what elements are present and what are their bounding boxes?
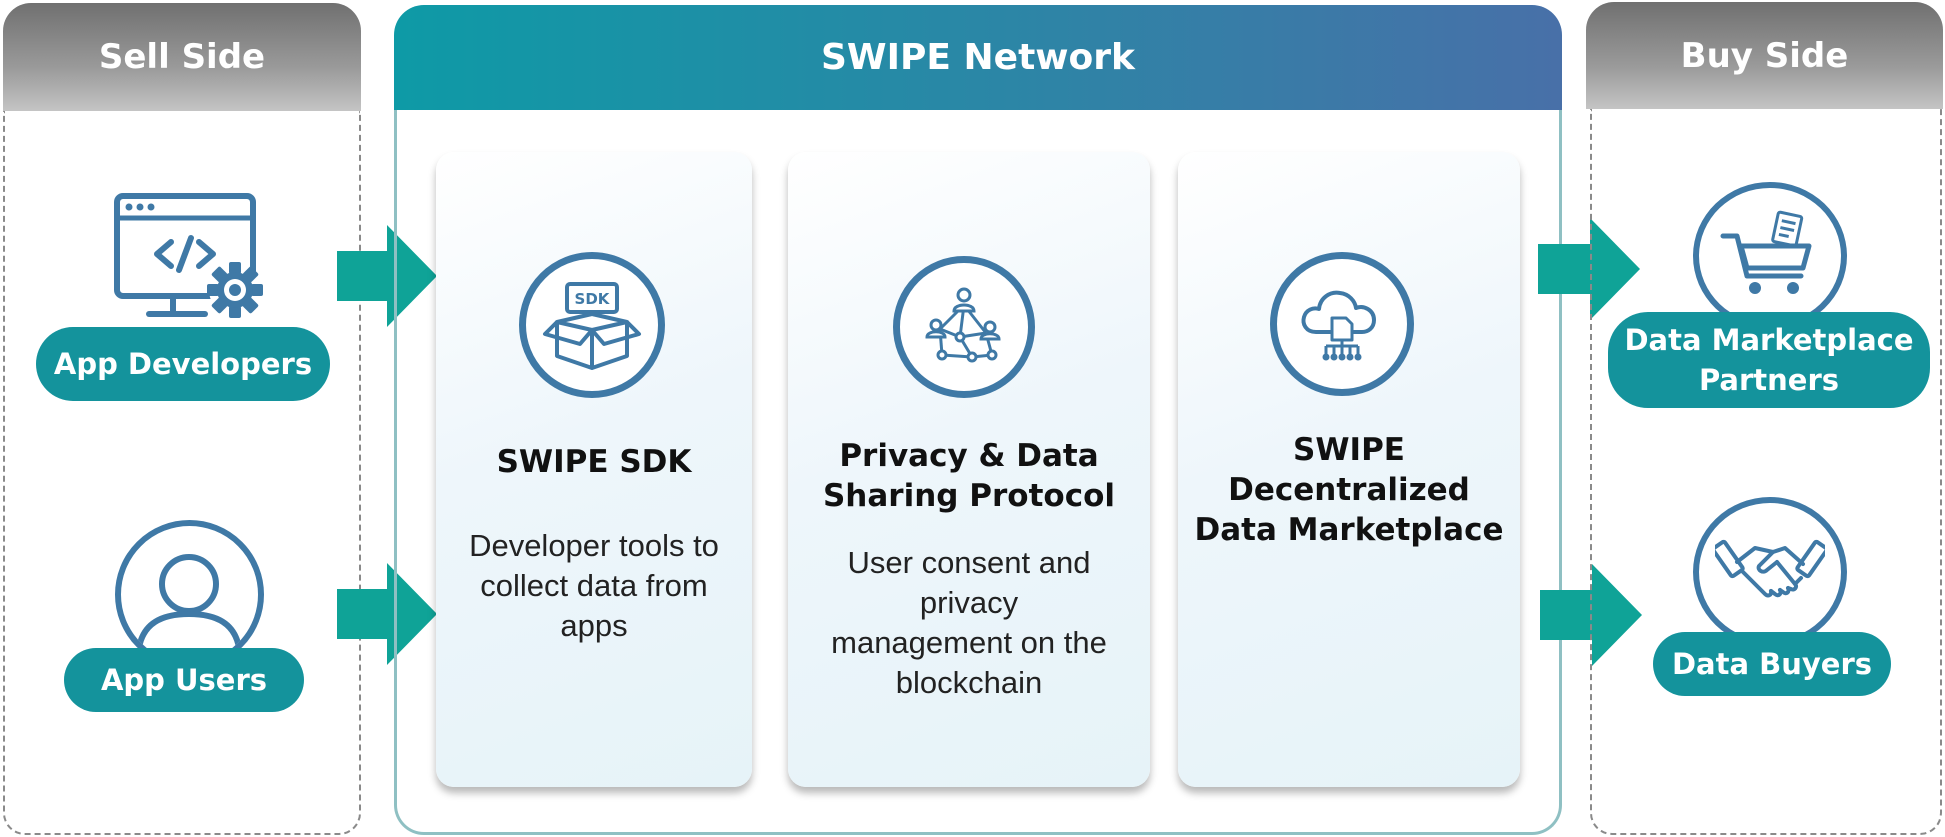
- data-marketplace-partners-label: Data Marketplace Partners: [1608, 312, 1930, 408]
- arrow-right-icon: [337, 225, 437, 327]
- network-people-icon: [893, 256, 1035, 398]
- user-icon: [115, 520, 264, 669]
- swipe-sdk-description: Developer tools to collect data from app…: [469, 528, 719, 643]
- developer-computer-gear-icon: [113, 190, 273, 325]
- data-buyers-label: Data Buyers: [1653, 632, 1891, 696]
- buy-side-panel: [1590, 109, 1942, 835]
- arrow-right-icon: [1538, 218, 1640, 320]
- handshake-icon: [1693, 497, 1847, 647]
- app-developers-label: App Developers: [36, 327, 330, 401]
- swipe-sdk-title: SWIPE SDK: [496, 444, 692, 480]
- buy-side-header: Buy Side: [1586, 2, 1943, 109]
- buy-side-title: Buy Side: [1680, 35, 1849, 76]
- network-panel: [394, 110, 1562, 835]
- sell-side-panel: [3, 111, 361, 835]
- svg-text:SDK: SDK: [575, 290, 611, 308]
- sell-side-title: Sell Side: [98, 37, 266, 77]
- cloud-data-icon: [1270, 252, 1414, 396]
- shopping-cart-icon: [1693, 182, 1847, 330]
- app-users-label: App Users: [64, 648, 304, 712]
- arrow-right-icon: [337, 563, 437, 665]
- privacy-protocol-title: Privacy & Data Sharing Protocol: [822, 438, 1115, 514]
- sdk-box-icon: SDK: [519, 252, 665, 398]
- sell-side-header: Sell Side: [3, 3, 361, 111]
- decentralized-marketplace-title: SWIPE Decentralized Data Marketplace: [1194, 432, 1504, 548]
- network-header: SWIPE Network: [394, 5, 1562, 110]
- privacy-protocol-description: User consent and privacy management on t…: [831, 545, 1107, 700]
- network-title: SWIPE Network: [821, 37, 1135, 78]
